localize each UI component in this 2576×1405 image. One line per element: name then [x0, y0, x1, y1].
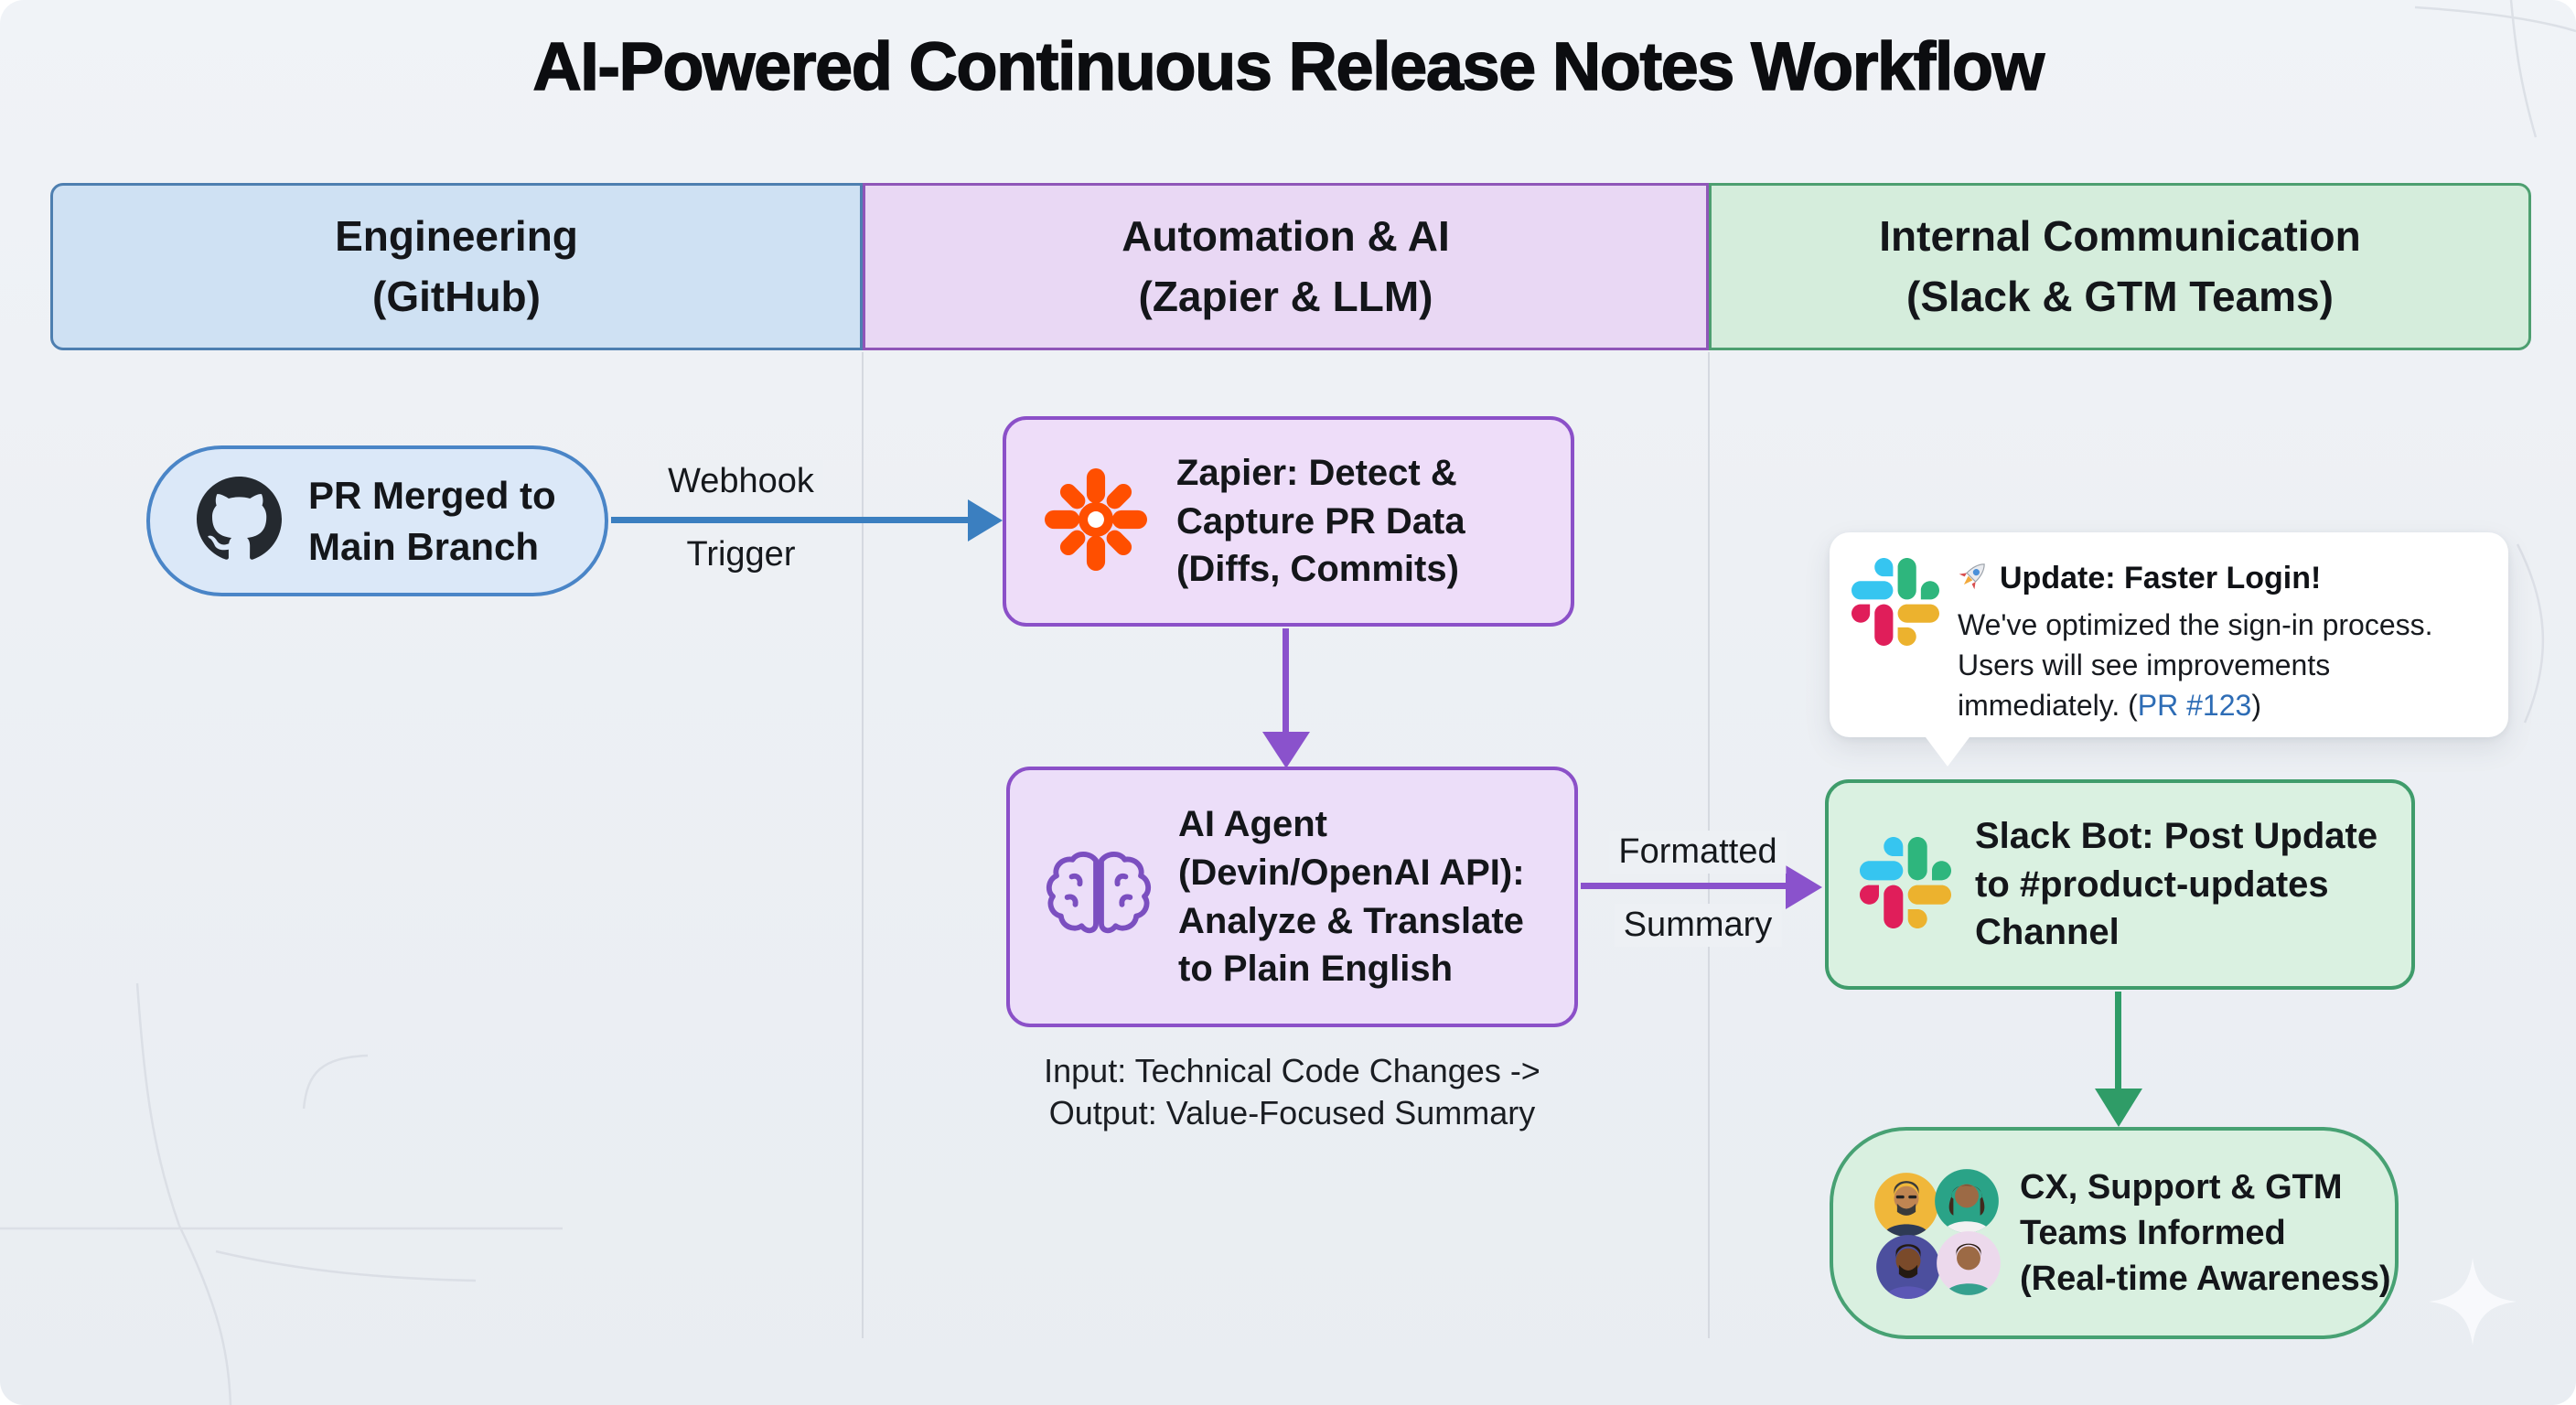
sparkle-icon [2429, 1258, 2517, 1350]
zapier-to-ai-arrow-line [1283, 628, 1289, 738]
node-zapier-capture: Zapier: Detect & Capture PR Data (Diffs,… [1003, 416, 1574, 627]
zapier-asterisk-icon [1045, 467, 1147, 575]
lane-headers: Engineering (GitHub) Automation & AI (Za… [50, 183, 2531, 350]
webhook-arrowhead-icon [968, 499, 1003, 542]
trigger-label: Trigger [677, 533, 805, 576]
notification-text: Update: Faster Login! We've optimized th… [1958, 558, 2433, 725]
notification-tail [1923, 734, 1972, 767]
node-label: AI Agent (Devin/OpenAI API): Analyze & T… [1178, 803, 1525, 990]
avatar-4 [1937, 1231, 2001, 1295]
lane-header-automation-ai: Automation & AI (Zapier & LLM) [863, 183, 1709, 350]
node-pr-merged: PR Merged to Main Branch [146, 445, 608, 596]
slack-to-teams-arrowhead-icon [2095, 1089, 2142, 1127]
lane-subtitle: (Zapier & LLM) [1138, 272, 1433, 320]
node-label: Zapier: Detect & Capture PR Data (Diffs,… [1176, 452, 1465, 590]
notification-body: We've optimized the sign-in process. Use… [1958, 608, 2433, 723]
node-label: CX, Support & GTM Teams Informed (Real-t… [2020, 1167, 2391, 1299]
webhook-arrow-line [611, 517, 970, 523]
formatted-label: Formatted [1609, 831, 1787, 874]
brain-icon [1045, 848, 1153, 946]
lane-header-internal-communication: Internal Communication (Slack & GTM Team… [1709, 183, 2531, 350]
lane-subtitle: (GitHub) [372, 272, 541, 320]
pr-link[interactable]: PR #123 [2137, 689, 2252, 723]
lane-subtitle: (Slack & GTM Teams) [1906, 272, 2334, 320]
slack-to-teams-arrow-line [2115, 992, 2121, 1094]
lane-title: Engineering [335, 212, 578, 261]
node-label: Slack Bot: Post Update to #product-updat… [1975, 815, 2378, 953]
lane-divider-1 [862, 352, 864, 1338]
node-slack-bot: Slack Bot: Post Update to #product-updat… [1825, 779, 2415, 990]
slack-notification-card: Update: Faster Login! We've optimized th… [1830, 532, 2508, 737]
lane-header-engineering: Engineering (GitHub) [50, 183, 863, 350]
formatted-summary-arrow-line [1581, 883, 1789, 889]
avatar-1 [1874, 1173, 1938, 1237]
ai-agent-caption: Input: Technical Code Changes -> Output:… [1044, 1052, 1540, 1132]
lane-title: Automation & AI [1122, 212, 1450, 261]
notification-title: Update: Faster Login! [2000, 561, 2322, 595]
formatted-summary-arrowhead-icon [1786, 865, 1822, 909]
summary-label: Summary [1614, 904, 1782, 947]
github-octocat-icon [196, 476, 283, 566]
page-title: AI-Powered Continuous Release Notes Work… [532, 27, 2045, 104]
team-avatars-icon [1873, 1168, 2003, 1299]
webhook-label: Webhook [659, 460, 823, 503]
slack-logo-icon [1852, 558, 1939, 650]
avatar-3 [1876, 1235, 1940, 1299]
avatar-2 [1935, 1169, 1999, 1233]
node-label: PR Merged to Main Branch [308, 474, 556, 568]
slack-logo-icon [1860, 836, 1951, 933]
node-ai-agent: AI Agent (Devin/OpenAI API): Analyze & T… [1006, 767, 1578, 1027]
zapier-to-ai-arrowhead-icon [1262, 732, 1310, 768]
node-teams-informed: CX, Support & GTM Teams Informed (Real-t… [1830, 1127, 2399, 1339]
lane-title: Internal Communication [1879, 212, 2361, 261]
rocket-icon [1958, 558, 1991, 599]
